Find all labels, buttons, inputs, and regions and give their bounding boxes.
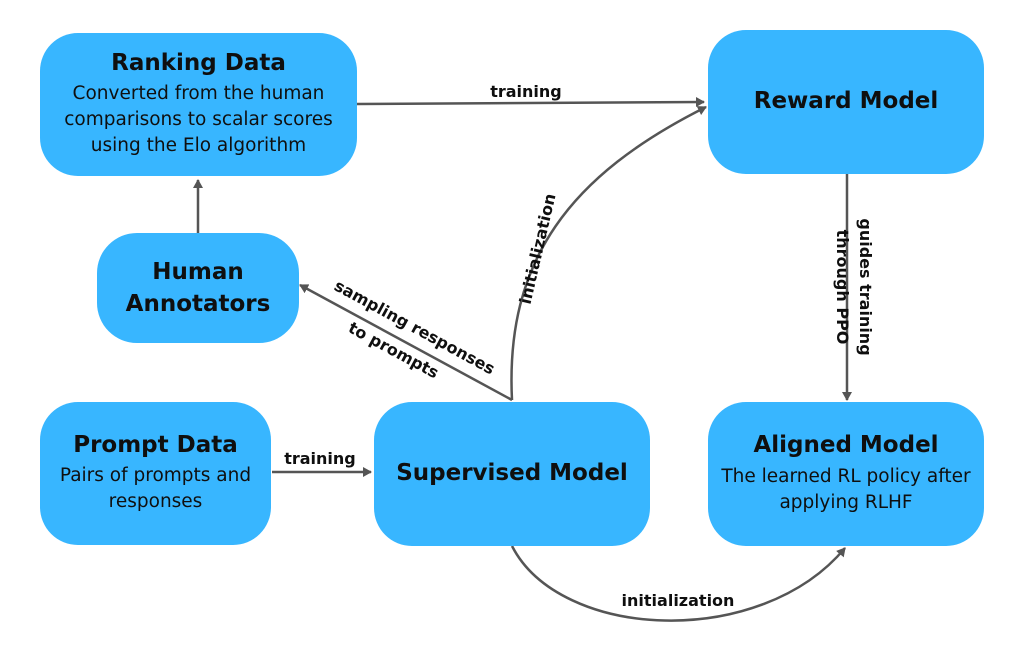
node-ranking-data-desc: Converted from the human comparisons to … <box>64 81 332 159</box>
desc-line: using the Elo algorithm <box>90 135 307 157</box>
desc-line: Pairs of prompts and <box>59 465 252 487</box>
desc-line: applying RLHF <box>779 491 913 513</box>
edge-supervised-to-aligned <box>510 545 846 622</box>
title-line: Annotators <box>125 291 271 317</box>
node-prompt-data: Prompt Data Pairs of prompts and respons… <box>40 402 271 545</box>
title-line: Human <box>152 258 244 285</box>
node-aligned-model: Aligned Model The learned RL policy afte… <box>708 402 984 546</box>
edge-supervised-to-reward <box>510 105 707 401</box>
node-prompt-data-desc: Pairs of prompts and responses <box>60 463 251 515</box>
desc-line: comparisons to scalar scores <box>64 109 333 131</box>
node-reward-model-title: Reward Model <box>753 88 939 115</box>
node-supervised-model-title: Supervised Model <box>396 460 628 487</box>
node-ranking-data-title: Ranking Data <box>111 49 286 76</box>
edge-label-reward-to-aligned-2: through PPO <box>833 230 852 345</box>
desc-line: Converted from the human <box>72 83 325 105</box>
desc-line: The learned RL policy after <box>721 465 971 487</box>
edge-ranking-to-reward <box>356 97 705 108</box>
edge-label-prompt-to-supervised: training <box>284 449 356 468</box>
node-human-annotators-title: Human Annotators <box>126 256 271 320</box>
edge-label-ranking-to-reward: training <box>490 82 562 101</box>
edge-label-supervised-to-aligned: initialization <box>622 591 735 610</box>
edge-label-reward-to-aligned-1: guides training <box>856 218 875 355</box>
node-human-annotators: Human Annotators <box>97 233 299 343</box>
node-aligned-model-title: Aligned Model <box>753 432 939 459</box>
node-supervised-model: Supervised Model <box>374 402 650 546</box>
node-prompt-data-title: Prompt Data <box>73 431 238 458</box>
edge-label-supervised-to-reward: initialization <box>516 192 560 306</box>
node-aligned-model-desc: The learned RL policy after applying RLH… <box>721 464 970 516</box>
edge-supervised-to-annotators <box>299 283 513 402</box>
node-reward-model: Reward Model <box>708 30 984 174</box>
node-ranking-data: Ranking Data Converted from the human co… <box>40 33 357 176</box>
desc-line: responses <box>108 491 203 513</box>
